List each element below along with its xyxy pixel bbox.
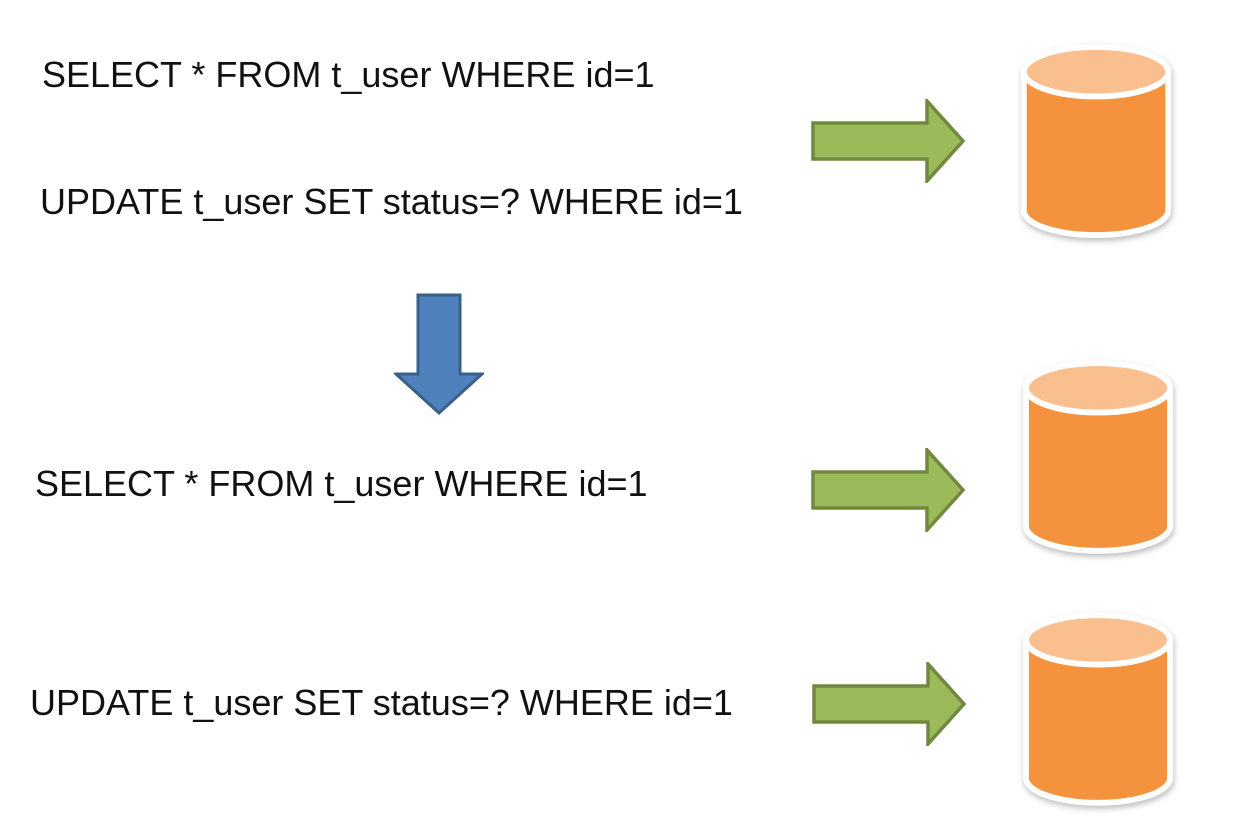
database-icon <box>1020 43 1172 239</box>
sql-select-after: SELECT * FROM t_user WHERE id=1 <box>35 463 648 504</box>
database-icon <box>1022 360 1174 554</box>
sql-update-after: UPDATE t_user SET status=? WHERE id=1 <box>30 682 733 723</box>
right-arrow-shape <box>811 448 966 532</box>
right-arrow-shape <box>811 99 966 183</box>
down-arrow-icon <box>394 293 484 416</box>
sql-select-before: SELECT * FROM t_user WHERE id=1 <box>42 54 655 95</box>
database-body <box>1022 384 1174 554</box>
database-top <box>1020 43 1172 100</box>
database-body <box>1020 68 1172 239</box>
right-arrow-shape <box>812 662 967 746</box>
right-arrow-icon <box>811 99 966 183</box>
right-arrow-icon <box>811 448 966 532</box>
right-arrow-icon <box>812 662 967 746</box>
down-arrow-shape <box>394 293 484 416</box>
sql-update-before: UPDATE t_user SET status=? WHERE id=1 <box>40 181 743 222</box>
database-top <box>1022 360 1174 416</box>
database-body <box>1022 636 1174 806</box>
database-top <box>1022 612 1174 668</box>
database-icon <box>1022 612 1174 806</box>
